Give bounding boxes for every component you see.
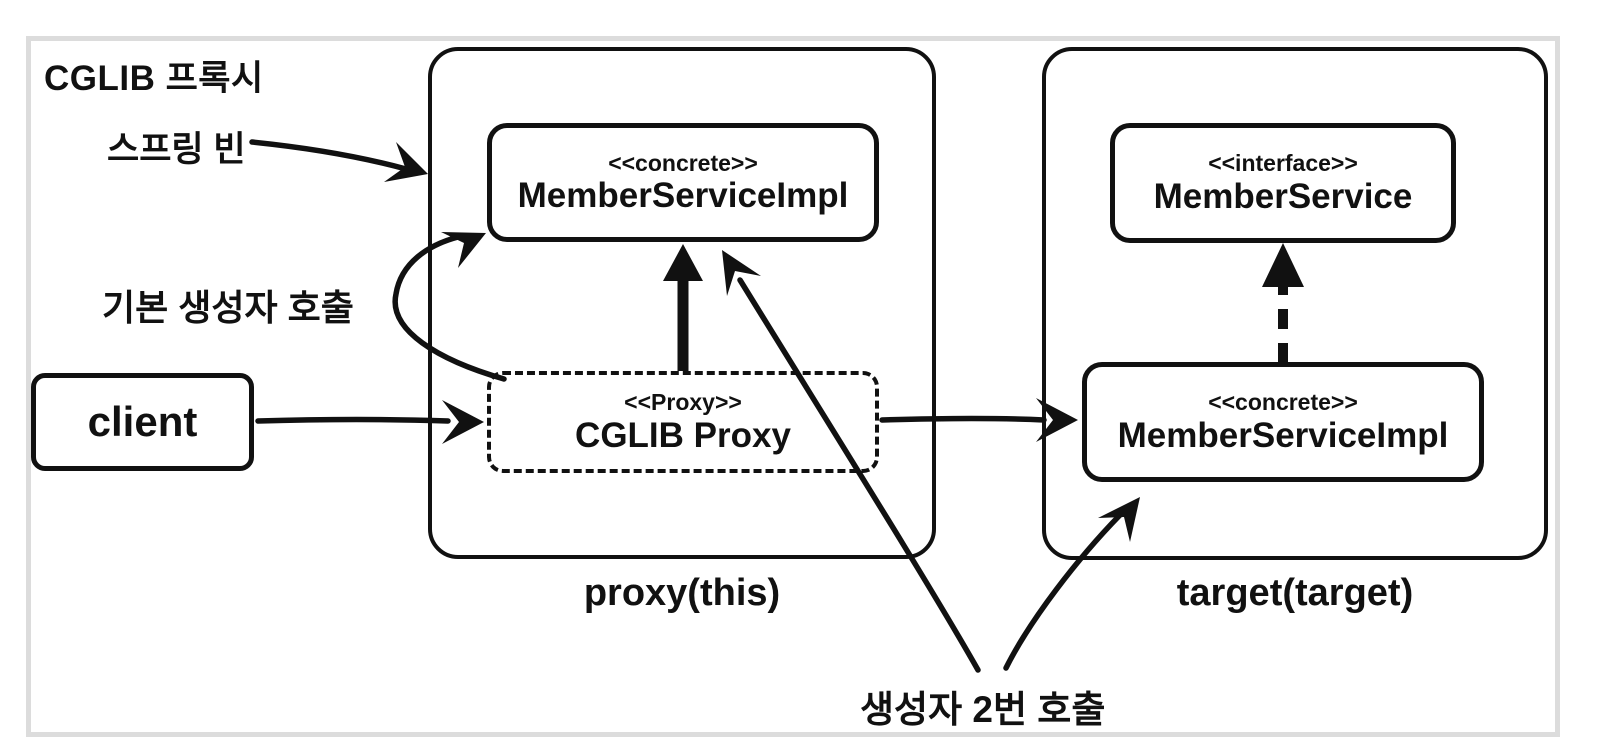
target-member-service-impl-box: <<concrete>> MemberServiceImpl — [1082, 362, 1484, 482]
cglib-proxy-stereotype: <<Proxy>> — [624, 389, 742, 416]
member-service-interface-name: MemberService — [1153, 176, 1413, 216]
cglib-proxy-box: <<Proxy>> CGLIB Proxy — [487, 371, 879, 473]
diagram-title: CGLIB 프록시 — [44, 59, 264, 98]
member-service-interface-stereotype: <<interface>> — [1208, 150, 1358, 177]
client-name: client — [87, 398, 198, 446]
target-caption: target(target) — [1176, 572, 1414, 614]
constructor-called-twice-label: 생성자 2번 호출 — [860, 689, 1106, 730]
proxy-member-service-impl-name: MemberServiceImpl — [517, 176, 849, 216]
client-box: client — [31, 373, 254, 471]
target-member-service-impl-stereotype: <<concrete>> — [1208, 389, 1358, 416]
spring-bean-label: 스프링 빈 — [107, 130, 246, 169]
member-service-interface-box: <<interface>> MemberService — [1110, 123, 1456, 243]
proxy-caption: proxy(this) — [583, 572, 781, 614]
cglib-proxy-name: CGLIB Proxy — [575, 415, 791, 455]
target-container — [1042, 47, 1548, 560]
target-member-service-impl-name: MemberServiceImpl — [1117, 415, 1449, 455]
default-constructor-label: 기본 생성자 호출 — [102, 287, 354, 328]
proxy-member-service-impl-stereotype: <<concrete>> — [608, 149, 758, 176]
proxy-member-service-impl-box: <<concrete>> MemberServiceImpl — [487, 123, 879, 242]
